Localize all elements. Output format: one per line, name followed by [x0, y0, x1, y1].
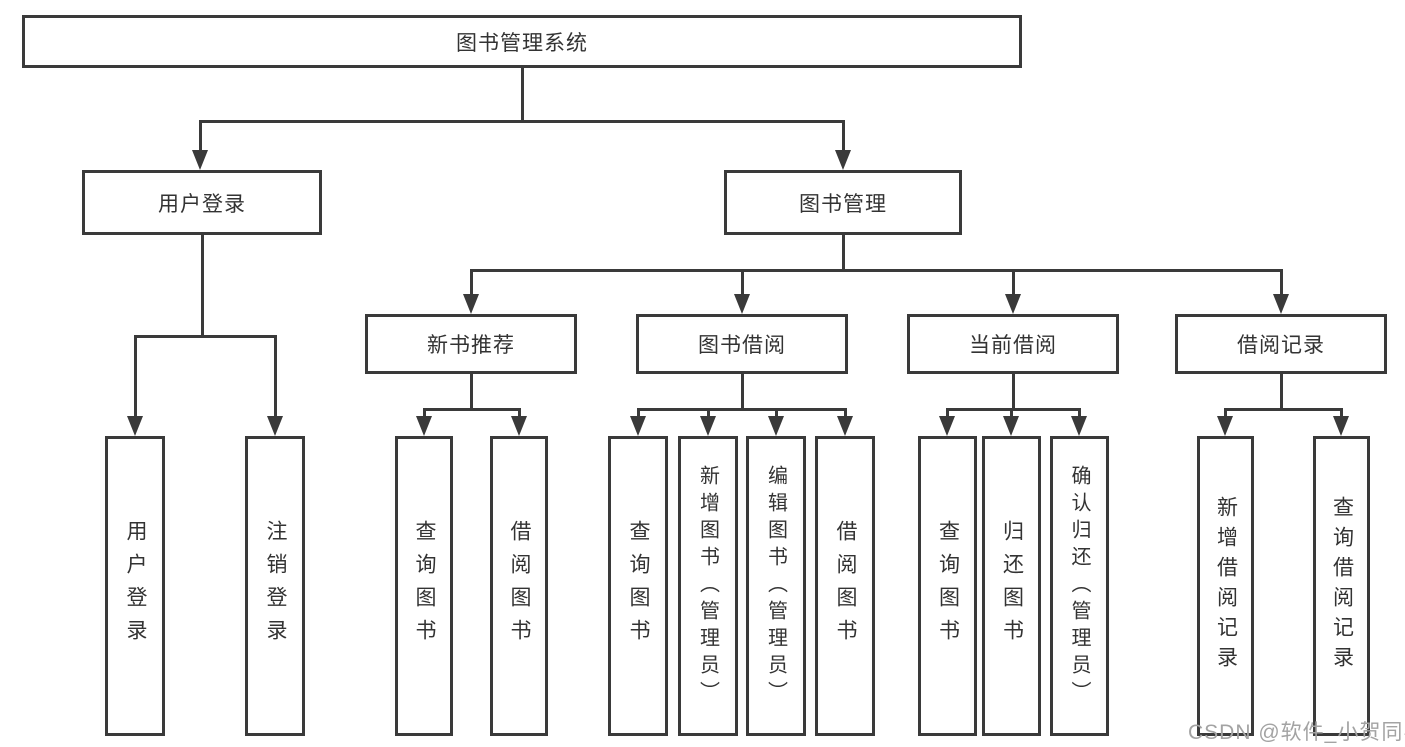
- leaf-logout: 注销登录: [245, 436, 305, 736]
- arrow-down-icon: [1217, 416, 1233, 436]
- connector-drop: [1011, 269, 1015, 298]
- arrow-down-icon: [734, 294, 750, 314]
- connector-user-login-stem: [200, 235, 204, 335]
- leaf-borrow-book: 借阅图书: [815, 436, 875, 736]
- arrow-down-icon: [463, 294, 479, 314]
- connector-stem: [469, 374, 473, 411]
- connector-drop: [133, 335, 137, 420]
- arrow-down-icon: [511, 416, 527, 436]
- connector-drop: [517, 408, 521, 422]
- arrow-down-icon: [837, 416, 853, 436]
- arrow-down-icon: [939, 416, 955, 436]
- connector-drop: [706, 408, 710, 422]
- arrow-down-icon: [835, 150, 851, 170]
- connector-drop: [774, 408, 778, 422]
- connector-drop: [1077, 408, 1081, 422]
- csdn-watermark: CSDN @软件_小贺同学: [1188, 721, 1405, 744]
- node-new-book-rec: 新书推荐: [365, 314, 577, 374]
- leaf-add-book-admin: 新增图书（管理员）: [678, 436, 738, 736]
- leaf-borrow-book: 借阅图书: [490, 436, 548, 736]
- connector-root-stem: [520, 68, 524, 123]
- leaf-confirm-return-admin: 确认归还（管理员）: [1050, 436, 1109, 736]
- connector-drop: [422, 408, 426, 422]
- connector-book-mgmt-stem: [841, 235, 845, 272]
- connector-stem: [1011, 374, 1015, 411]
- connector-drop-book-mgmt: [841, 120, 845, 154]
- connector-drop: [1009, 408, 1013, 422]
- arrow-down-icon: [768, 416, 784, 436]
- connector-drop-user-login: [198, 120, 202, 154]
- arrow-down-icon: [127, 416, 143, 436]
- arrow-down-icon: [192, 150, 208, 170]
- connector-drop: [1279, 269, 1283, 298]
- arrow-down-icon: [1071, 416, 1087, 436]
- leaf-query-book: 查询图书: [395, 436, 453, 736]
- connector-drop: [636, 408, 640, 422]
- node-current-borrow: 当前借阅: [907, 314, 1119, 374]
- connector-rail: [1223, 408, 1343, 411]
- connector-rail: [422, 408, 521, 411]
- arrow-down-icon: [1333, 416, 1349, 436]
- leaf-query-borrow-record: 查询借阅记录: [1313, 436, 1370, 736]
- connector-stem: [1279, 374, 1283, 411]
- arrow-down-icon: [1273, 294, 1289, 314]
- leaf-return-book: 归还图书: [982, 436, 1041, 736]
- node-user-login: 用户登录: [82, 170, 322, 235]
- connector-rail: [636, 408, 847, 411]
- leaf-edit-book-admin: 编辑图书（管理员）: [746, 436, 806, 736]
- leaf-query-book: 查询图书: [918, 436, 977, 736]
- connector-drop: [740, 269, 744, 298]
- leaf-query-book: 查询图书: [608, 436, 668, 736]
- connector-drop: [273, 335, 277, 420]
- connector-drop: [1339, 408, 1343, 422]
- arrow-down-icon: [700, 416, 716, 436]
- node-book-mgmt: 图书管理: [724, 170, 962, 235]
- leaf-user-login: 用户登录: [105, 436, 165, 736]
- connector-drop: [843, 408, 847, 422]
- connector-book-mgmt-rail: [469, 269, 1283, 272]
- node-book-borrow: 图书借阅: [636, 314, 848, 374]
- node-root: 图书管理系统: [22, 15, 1022, 68]
- arrow-down-icon: [1003, 416, 1019, 436]
- connector-drop: [945, 408, 949, 422]
- arrow-down-icon: [1005, 294, 1021, 314]
- leaf-add-borrow-record: 新增借阅记录: [1197, 436, 1254, 736]
- node-borrow-record: 借阅记录: [1175, 314, 1387, 374]
- arrow-down-icon: [630, 416, 646, 436]
- arrow-down-icon: [416, 416, 432, 436]
- connector-drop: [1223, 408, 1227, 422]
- connector-drop: [469, 269, 473, 298]
- connector-rail: [945, 408, 1081, 411]
- connector-stem: [740, 374, 744, 411]
- connector-root-rail: [198, 120, 845, 123]
- connector-user-login-rail: [133, 335, 277, 338]
- arrow-down-icon: [267, 416, 283, 436]
